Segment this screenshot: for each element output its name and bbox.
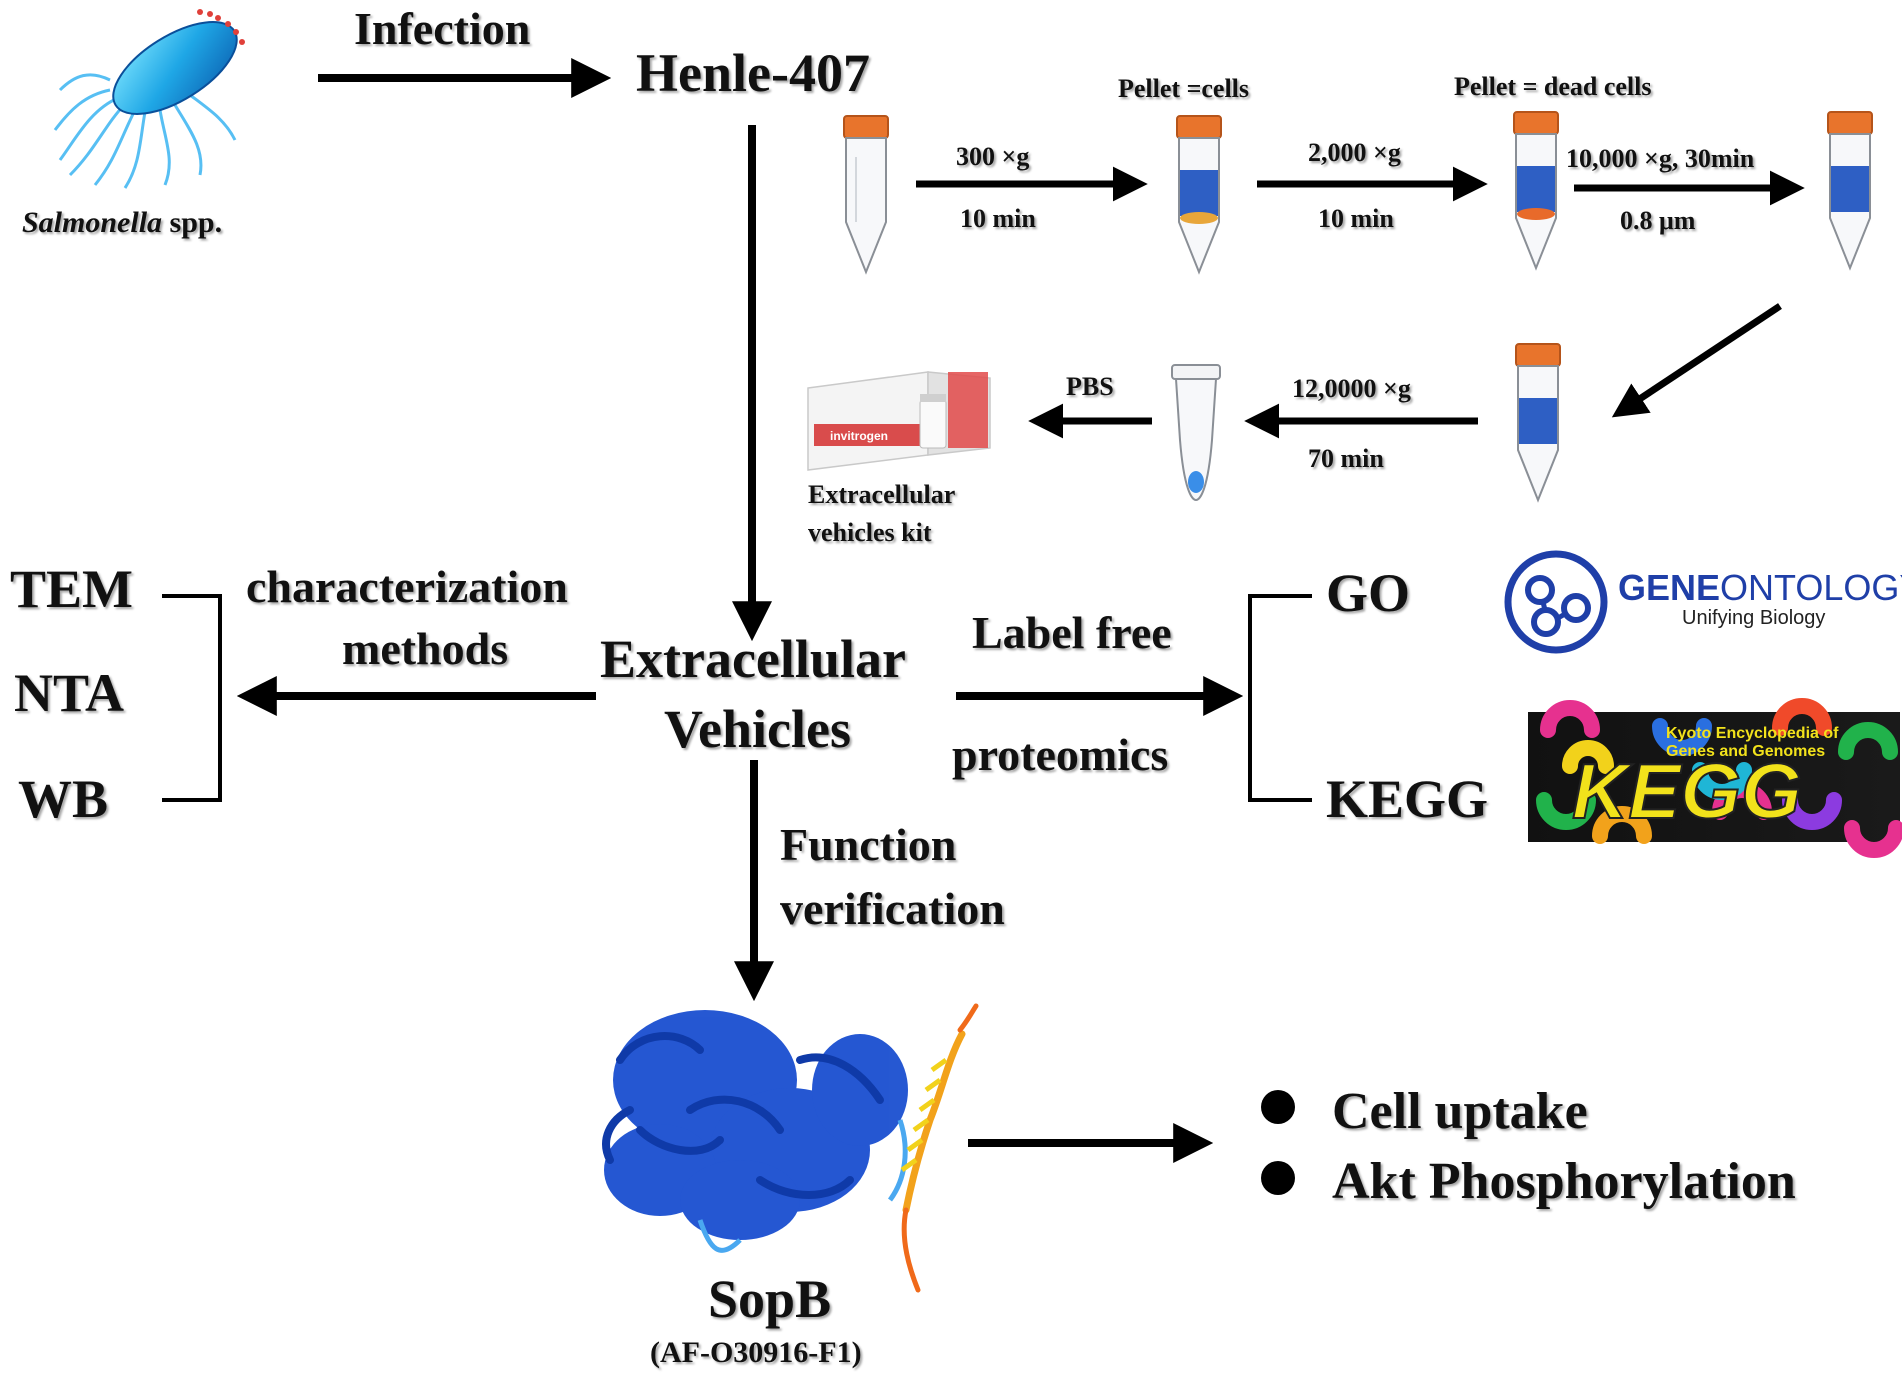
ev-title-line1: Extracellular [600, 629, 906, 689]
tube-filtered [1827, 111, 1873, 269]
characterization-label-line2: methods [342, 623, 509, 674]
step4-time: 70 min [1308, 444, 1384, 473]
gene-ontology-logo [1504, 550, 1608, 654]
bullet-cell-uptake [1261, 1090, 1295, 1124]
pellet-cells-label: Pellet =cells [1118, 74, 1250, 103]
protein-name: SopB [708, 1269, 832, 1329]
ev-kit-label-line2: vehicles kit [808, 518, 932, 547]
characterization-label-line1: characterization [246, 561, 568, 612]
sopb-protein-structure [602, 1003, 979, 1293]
pellet-dead-cells-label: Pellet = dead cells [1454, 72, 1652, 101]
step3-speed: 10,000 ×g, 30min [1566, 144, 1755, 173]
step1-speed: 300 ×g [956, 142, 1030, 171]
proteomics-bracket [1248, 594, 1312, 802]
go-logo-tagline: Unifying Biology [1682, 607, 1826, 629]
proteomics-label: proteomics [952, 729, 1169, 780]
tube-pellet-dead-cells [1513, 111, 1559, 269]
to-ultracentrifuge-arrow [1611, 303, 1782, 418]
step1-time: 10 min [960, 204, 1036, 233]
svg-text:invitrogen: invitrogen [830, 429, 888, 443]
tube-supernatant [843, 115, 889, 273]
kegg-logo: KEGG Kyoto Encyclopedia of Genes and Gen… [1528, 698, 1902, 858]
go-logo-wordmark: GENEONTOLOGY [1618, 567, 1902, 608]
ev-kit-label-line1: Extracellular [808, 480, 956, 509]
step2-time: 10 min [1318, 204, 1394, 233]
protein-id: (AF-O30916-F1) [650, 1336, 862, 1369]
organism-label: Salmonella spp. [22, 206, 223, 239]
tube-ultracentrifuge [1515, 343, 1561, 501]
svg-text:Kyoto Encyclopedia of: Kyoto Encyclopedia of [1666, 725, 1839, 742]
svg-text:Genes and Genomes: Genes and Genomes [1666, 743, 1825, 760]
database-kegg: KEGG [1326, 769, 1489, 829]
outcome-akt-phosphorylation: Akt Phosphorylation [1332, 1153, 1796, 1210]
cell-line-label: Henle-407 [636, 43, 870, 103]
method-tem: TEM [10, 559, 134, 619]
ev-title-line2: Vehicles [664, 699, 851, 759]
svg-text:KEGG: KEGG [1572, 747, 1802, 835]
method-wb: WB [18, 769, 109, 829]
salmonella-illustration [53, 9, 245, 189]
step3-filter: 0.8 μm [1620, 206, 1696, 235]
outcome-cell-uptake: Cell uptake [1332, 1083, 1588, 1140]
ev-kit-image: invitrogen [807, 371, 991, 471]
step4-speed: 12,0000 ×g [1292, 374, 1411, 403]
function-label-line2: verification [780, 883, 1005, 934]
method-nta: NTA [14, 663, 125, 723]
eppendorf-tube [1171, 364, 1221, 502]
database-go: GO [1326, 563, 1411, 623]
tube-pellet-cells [1176, 115, 1222, 273]
pbs-label: PBS [1066, 372, 1114, 401]
infection-label: Infection [354, 3, 531, 54]
label-free-label: Label free [972, 607, 1172, 658]
function-label-line1: Function [780, 819, 957, 870]
bullet-akt [1261, 1161, 1295, 1195]
step2-speed: 2,000 ×g [1308, 138, 1401, 167]
characterization-bracket [162, 594, 222, 802]
